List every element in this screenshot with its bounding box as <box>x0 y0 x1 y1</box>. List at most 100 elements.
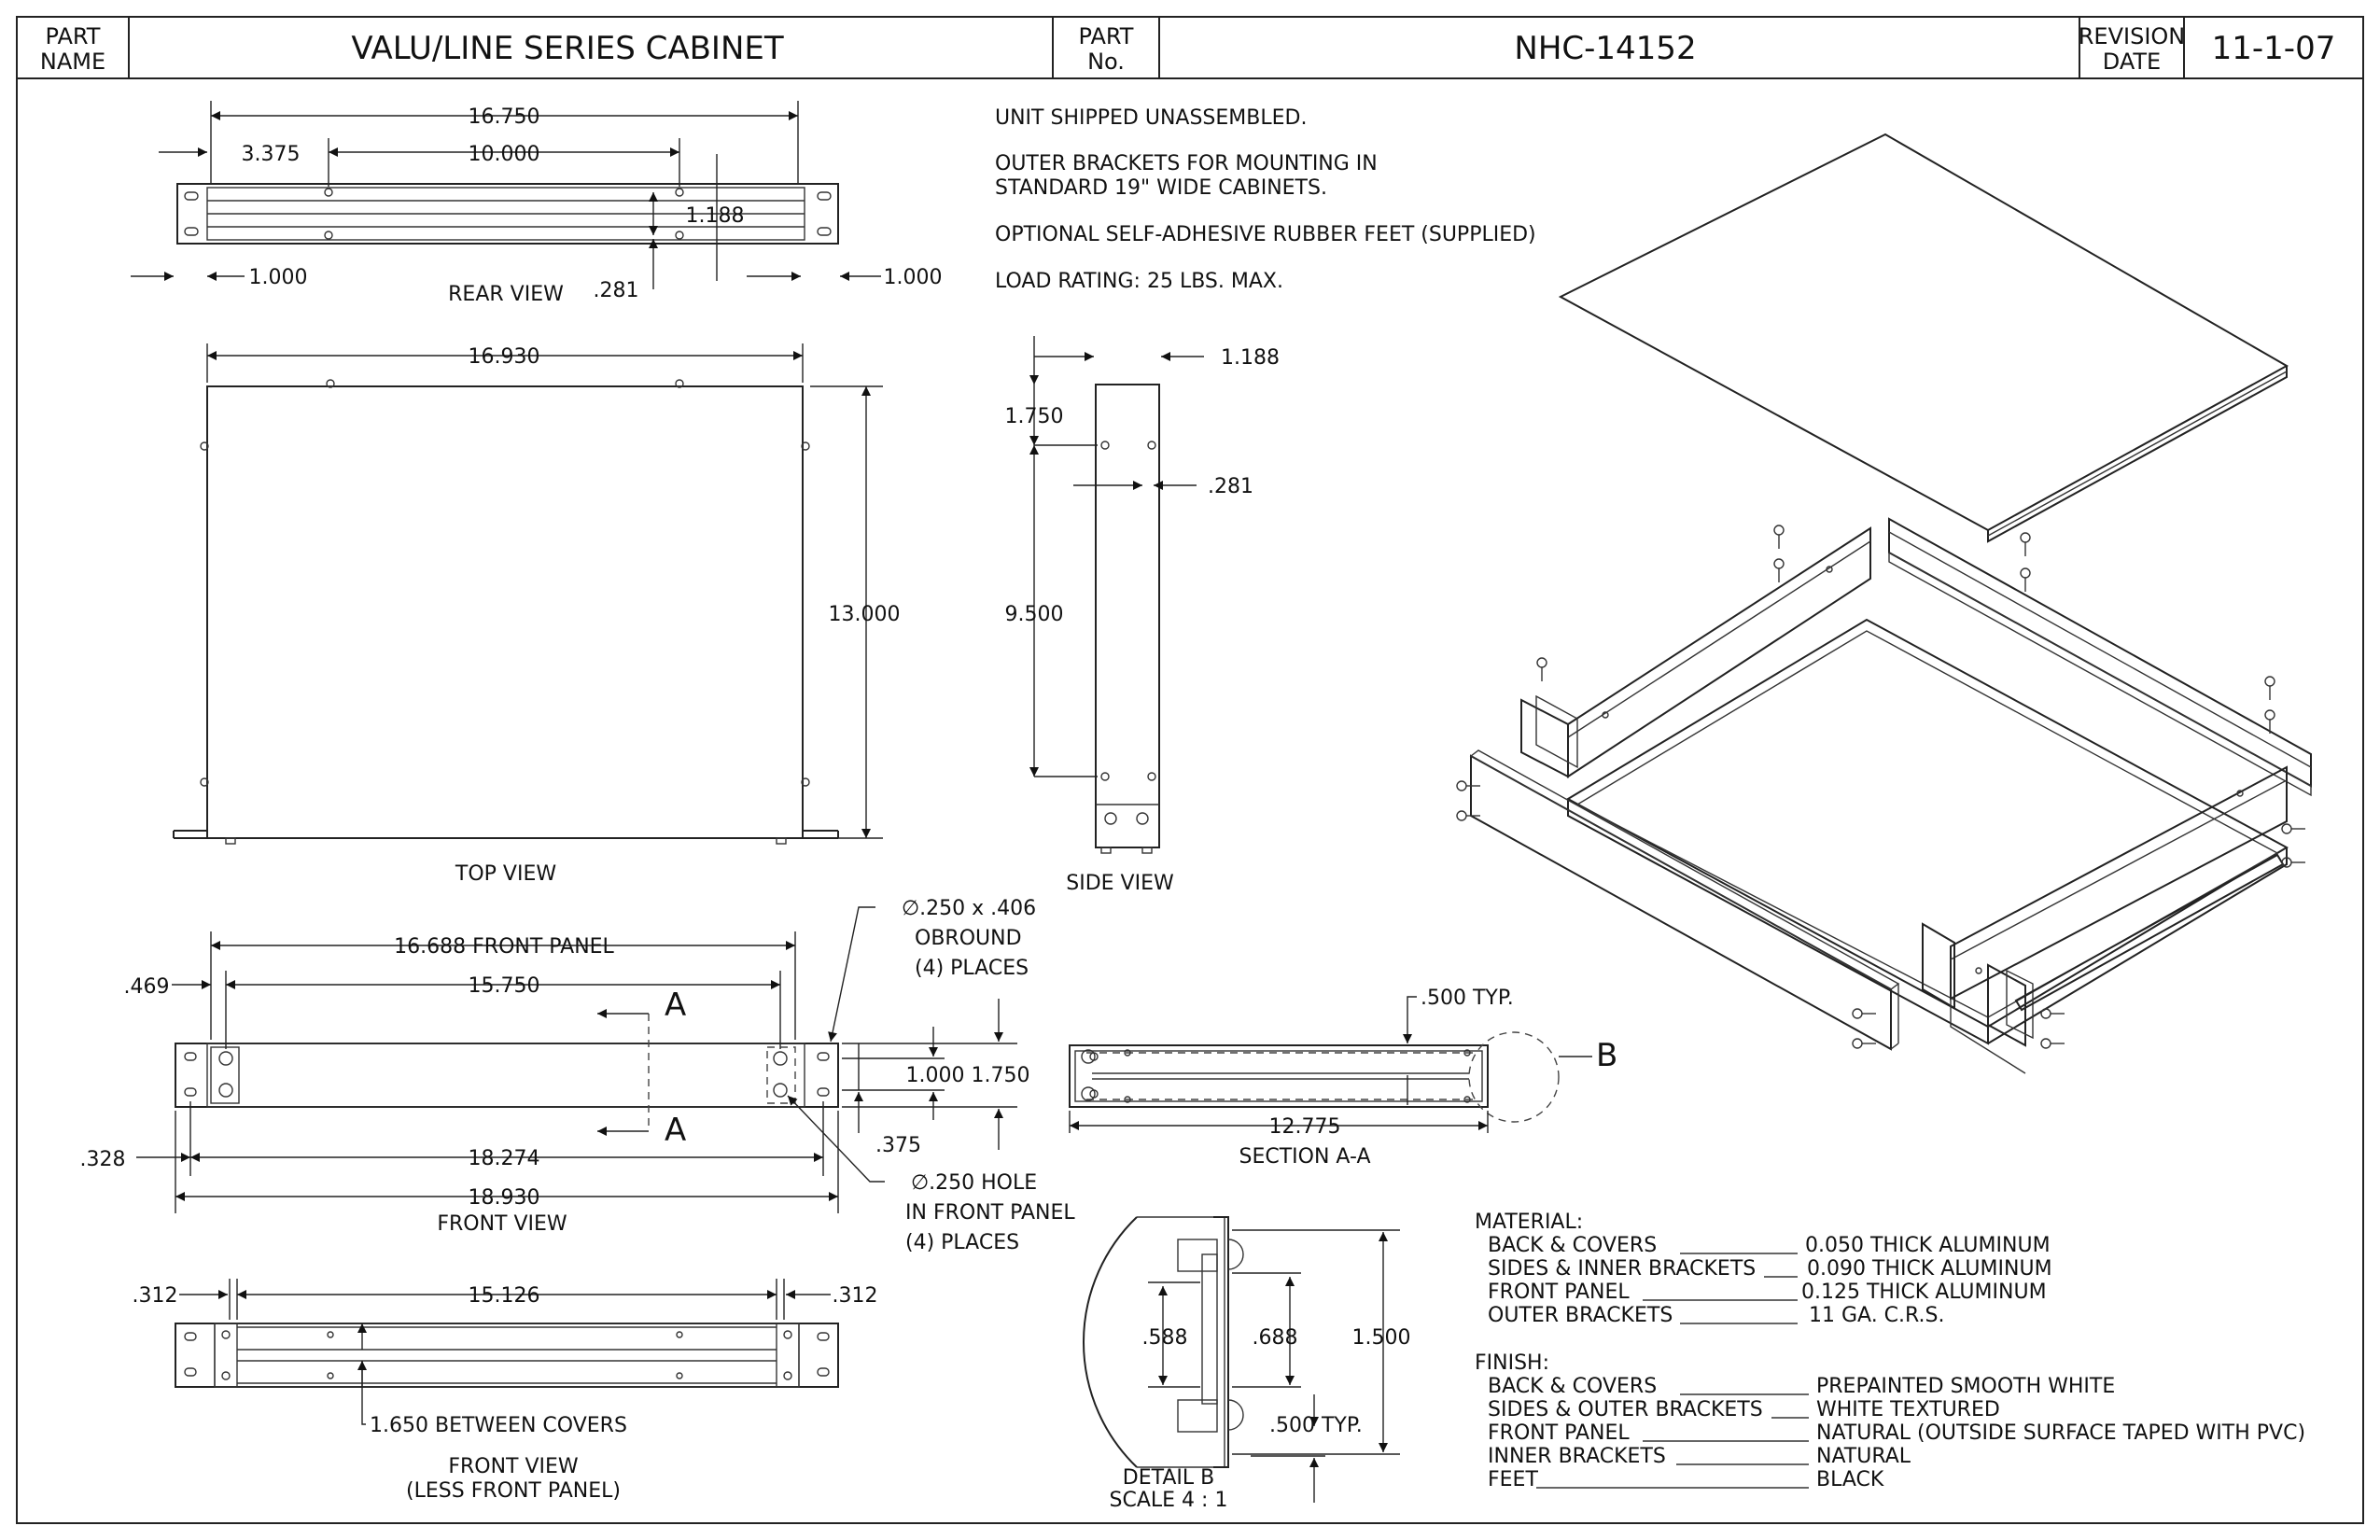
less-dim-span: 15.126 <box>469 1284 540 1308</box>
less-dim-between: 1.650 BETWEEN COVERS <box>370 1414 627 1437</box>
finish-spec-2: WHITE TEXTURED <box>1816 1398 2000 1421</box>
material-heading: MATERIAL: <box>1475 1211 1583 1234</box>
title-block: PART NAME VALU/LINE SERIES CABINET PART … <box>40 23 2335 75</box>
side-dim-top: 1.750 <box>1005 405 1064 428</box>
finish-table: FINISH: BACK & COVERS PREPAINTED SMOOTH … <box>1475 1351 2305 1491</box>
note-shipping: UNIT SHIPPED UNASSEMBLED. <box>995 106 1307 130</box>
less-dim-right: .312 <box>833 1284 878 1308</box>
part-number: NHC-14152 <box>1514 30 1696 67</box>
part-no-label-line1: PART <box>1079 23 1134 49</box>
revision-label-line2: DATE <box>2103 49 2161 75</box>
rear-dim-height: 1.188 <box>686 204 745 228</box>
front-view-less-panel: .312 15.126 .312 1.650 BETWEEN COVERS FR… <box>133 1279 878 1503</box>
material-spec-4: 11 GA. C.R.S. <box>1809 1304 1945 1327</box>
note-load-rating: LOAD RATING: 25 LBS. MAX. <box>995 270 1283 293</box>
finish-spec-4: NATURAL <box>1816 1445 1911 1468</box>
section-marker-top: A <box>665 987 686 1024</box>
finish-spec-3: NATURAL (OUTSIDE SURFACE TAPED WITH PVC) <box>1816 1421 2305 1445</box>
detail-label-line2: SCALE 4 : 1 <box>1110 1489 1228 1512</box>
left-side-rail <box>1520 526 1871 778</box>
note-brackets-line1: OUTER BRACKETS FOR MOUNTING IN <box>995 152 1378 175</box>
section-dim-width: 12.775 <box>1269 1115 1341 1139</box>
rear-dim-right-edge: 1.000 <box>884 266 943 289</box>
rear-dim-overall: 16.750 <box>469 105 540 129</box>
sheet-border <box>16 16 2364 1524</box>
rear-view: 16.750 3.375 10.000 1.188 .281 1.000 1.0… <box>131 101 942 306</box>
rear-dim-hole: .281 <box>594 279 639 302</box>
less-view-label-line2: (LESS FRONT PANEL) <box>406 1479 621 1503</box>
section-dim-typ: .500 TYP. <box>1421 987 1514 1010</box>
detail-dim-typ: .500 TYP. <box>1269 1414 1363 1437</box>
hole-callout-line3: (4) PLACES <box>905 1231 1019 1254</box>
detail-dim-c: 1.500 <box>1352 1326 1411 1350</box>
section-a-a: B .500 TYP. 12.775 SECTION A-A <box>1069 987 1617 1169</box>
less-dim-left: .312 <box>133 1284 178 1308</box>
front-panel-iso <box>1469 749 1900 1051</box>
revision-date: 11-1-07 <box>2212 30 2336 67</box>
finish-spec-5: BLACK <box>1816 1468 1884 1491</box>
side-view-label: SIDE VIEW <box>1066 872 1174 895</box>
screws <box>1456 525 2305 1049</box>
top-dim-width: 16.930 <box>469 345 540 369</box>
top-dim-depth: 13.000 <box>829 603 901 626</box>
front-dim-h1: 1.000 <box>906 1064 965 1087</box>
detail-label-line1: DETAIL B <box>1123 1466 1214 1490</box>
note-brackets-line2: STANDARD 19" WIDE CABINETS. <box>995 176 1327 200</box>
material-spec-1: 0.050 THICK ALUMINUM <box>1805 1234 2051 1257</box>
general-notes: UNIT SHIPPED UNASSEMBLED. OUTER BRACKETS… <box>995 106 1536 293</box>
detail-dim-a: .588 <box>1142 1326 1188 1350</box>
front-dim-panel: 16.688 FRONT PANEL <box>394 935 614 959</box>
note-feet: OPTIONAL SELF-ADHESIVE RUBBER FEET (SUPP… <box>995 223 1536 246</box>
material-item-1: BACK & COVERS <box>1488 1234 1657 1257</box>
material-item-3: FRONT PANEL <box>1488 1281 1630 1304</box>
outer-brackets-iso <box>1922 922 2034 1074</box>
finish-item-5: FEET <box>1488 1468 1538 1491</box>
top-view-label: TOP VIEW <box>455 862 556 886</box>
top-view: 16.930 13.000 TOP VIEW <box>173 343 901 886</box>
front-dim-small: .375 <box>875 1134 921 1157</box>
part-name: VALU/LINE SERIES CABINET <box>351 30 783 67</box>
section-label: SECTION A-A <box>1239 1145 1371 1169</box>
material-table: MATERIAL: BACK & COVERS 0.050 THICK ALUM… <box>1475 1211 2052 1327</box>
detail-marker: B <box>1596 1037 1617 1074</box>
finish-item-1: BACK & COVERS <box>1488 1375 1657 1398</box>
front-view: A A 16.688 FRONT PANEL 15.750 .469 .328 <box>80 897 1076 1254</box>
section-marker-bottom: A <box>665 1112 686 1149</box>
part-no-label-line2: No. <box>1087 49 1125 75</box>
obround-callout-line2: OBROUND <box>915 927 1022 950</box>
front-dim-overall: 18.930 <box>469 1186 540 1210</box>
finish-spec-1: PREPAINTED SMOOTH WHITE <box>1816 1375 2115 1398</box>
top-cover <box>1558 133 2289 543</box>
material-item-2: SIDES & INNER BRACKETS <box>1488 1257 1756 1281</box>
rear-view-label: REAR VIEW <box>448 283 564 306</box>
front-view-label: FRONT VIEW <box>437 1212 567 1236</box>
material-item-4: OUTER BRACKETS <box>1488 1304 1673 1327</box>
rear-dim-offset: 3.375 <box>242 143 301 166</box>
material-spec-3: 0.125 THICK ALUMINUM <box>1801 1281 2047 1304</box>
isometric-exploded-view <box>1456 133 2312 1074</box>
side-view: 1.188 1.750 .281 9.500 SIDE VIEW <box>1005 336 1280 895</box>
finish-item-2: SIDES & OUTER BRACKETS <box>1488 1398 1763 1421</box>
finish-item-4: INNER BRACKETS <box>1488 1445 1666 1468</box>
part-name-label-line2: NAME <box>40 49 105 75</box>
material-spec-2: 0.090 THICK ALUMINUM <box>1807 1257 2052 1281</box>
obround-callout-line1: ∅.250 x .406 <box>902 897 1036 920</box>
hole-callout-line1: ∅.250 HOLE <box>911 1171 1037 1195</box>
obround-callout-line3: (4) PLACES <box>915 957 1029 980</box>
finish-heading: FINISH: <box>1475 1351 1549 1375</box>
finish-item-3: FRONT PANEL <box>1488 1421 1630 1445</box>
front-dim-h2: 1.750 <box>972 1064 1030 1087</box>
bottom-tray <box>1565 618 2289 1045</box>
part-name-label-line1: PART <box>46 23 101 49</box>
less-view-label-line1: FRONT VIEW <box>448 1455 579 1478</box>
detail-b: .588 .688 1.500 .500 TYP. DETAIL B SCALE… <box>1083 1216 1411 1512</box>
front-dim-inset: .469 <box>124 975 170 999</box>
front-dim-span: 15.750 <box>469 974 540 998</box>
right-side-rail <box>1950 765 2288 1001</box>
hole-callout-line2: IN FRONT PANEL <box>905 1201 1075 1225</box>
rear-dim-span: 10.000 <box>469 143 540 166</box>
detail-dim-b: .688 <box>1253 1326 1298 1350</box>
front-dim-hole-span: 18.274 <box>469 1147 540 1170</box>
rear-dim-left-edge: 1.000 <box>249 266 308 289</box>
